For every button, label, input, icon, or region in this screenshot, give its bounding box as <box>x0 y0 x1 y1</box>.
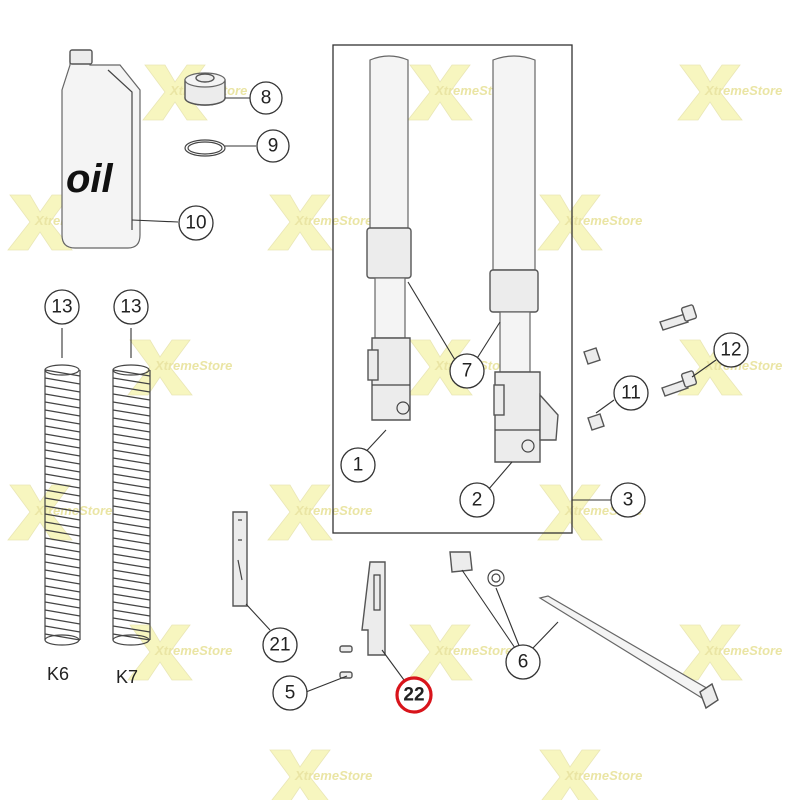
spring-k6 <box>44 364 81 646</box>
svg-text:22: 22 <box>403 685 424 706</box>
watermark-logo: XtremeStore <box>407 624 512 681</box>
watermark-logo: XtremeStore <box>677 64 782 121</box>
spring-k7 <box>112 364 151 646</box>
oil-label: oil <box>66 157 114 201</box>
callout-8: 8 <box>249 81 283 115</box>
svg-text:XtremeStore: XtremeStore <box>704 83 782 98</box>
svg-text:1: 1 <box>353 455 364 476</box>
watermark-layer: XtremeStore XtremeStore XtremeStore Xtre… <box>7 64 782 800</box>
callout-13-left: 13 <box>44 289 80 325</box>
bushing-part-8 <box>184 72 226 106</box>
watermark-logo: XtremeStore <box>127 339 232 396</box>
watermark-logo: XtremeStore <box>539 749 642 800</box>
svg-text:XtremeStore: XtremeStore <box>434 643 512 658</box>
svg-text:XtremeStore: XtremeStore <box>704 643 782 658</box>
callout-7: 7 <box>449 353 485 389</box>
callout-2: 2 <box>459 482 495 518</box>
callout-3: 3 <box>610 482 646 518</box>
svg-text:3: 3 <box>623 490 634 511</box>
svg-text:10: 10 <box>185 213 206 234</box>
callout-5: 5 <box>272 675 308 711</box>
watermark-logo: XtremeStore <box>269 749 372 800</box>
callout-1: 1 <box>340 447 376 483</box>
bolt-part-12 <box>659 304 698 397</box>
callout-9: 9 <box>256 129 290 163</box>
callout-12: 12 <box>713 332 749 368</box>
callout-22-highlighted[interactable]: 22 <box>395 676 433 714</box>
svg-text:9: 9 <box>268 136 279 157</box>
svg-text:2: 2 <box>472 490 483 511</box>
svg-text:XtremeStore: XtremeStore <box>154 358 232 373</box>
oil-bottle: oil <box>61 49 141 249</box>
svg-text:XtremeStore: XtremeStore <box>294 768 372 783</box>
callout-11: 11 <box>613 375 649 411</box>
watermark-logo: XtremeStore <box>267 484 372 541</box>
svg-text:21: 21 <box>269 635 290 656</box>
oring-part-9 <box>184 139 226 157</box>
svg-text:8: 8 <box>261 88 272 109</box>
svg-text:11: 11 <box>621 383 641 404</box>
watermark-logo: XtremeStore <box>677 624 782 681</box>
watermark-logo: XtremeStore <box>7 484 112 541</box>
leader-lines <box>61 97 717 693</box>
screw-part-5 <box>339 645 353 679</box>
svg-text:XtremeStore: XtremeStore <box>564 768 642 783</box>
watermark-logo: XtremeStore <box>537 194 642 251</box>
svg-text:6: 6 <box>518 652 529 673</box>
spring-k6-label: K6 <box>47 664 69 684</box>
watermark-logo: XtremeStore <box>127 624 232 681</box>
svg-text:12: 12 <box>720 340 741 361</box>
nut-part-11 <box>583 347 605 431</box>
axle-part-6 <box>449 551 719 710</box>
bracket-part-22 <box>361 561 386 656</box>
svg-text:XtremeStore: XtremeStore <box>154 643 232 658</box>
callout-10: 10 <box>178 205 214 241</box>
svg-text:13: 13 <box>51 297 72 318</box>
fork-leg-right <box>489 55 559 463</box>
callout-6: 6 <box>505 644 541 680</box>
svg-text:13: 13 <box>120 297 141 318</box>
watermark-logo: XtremeStore <box>267 194 372 251</box>
svg-text:5: 5 <box>285 683 296 704</box>
spring-k7-label: K7 <box>116 667 138 687</box>
callout-13-right: 13 <box>113 289 149 325</box>
svg-text:XtremeStore: XtremeStore <box>564 213 642 228</box>
svg-text:7: 7 <box>462 361 473 382</box>
callout-21: 21 <box>262 627 298 663</box>
bracket-part-21 <box>232 511 248 607</box>
fork-leg-left <box>366 55 412 421</box>
fork-assembly-frame <box>332 44 573 534</box>
